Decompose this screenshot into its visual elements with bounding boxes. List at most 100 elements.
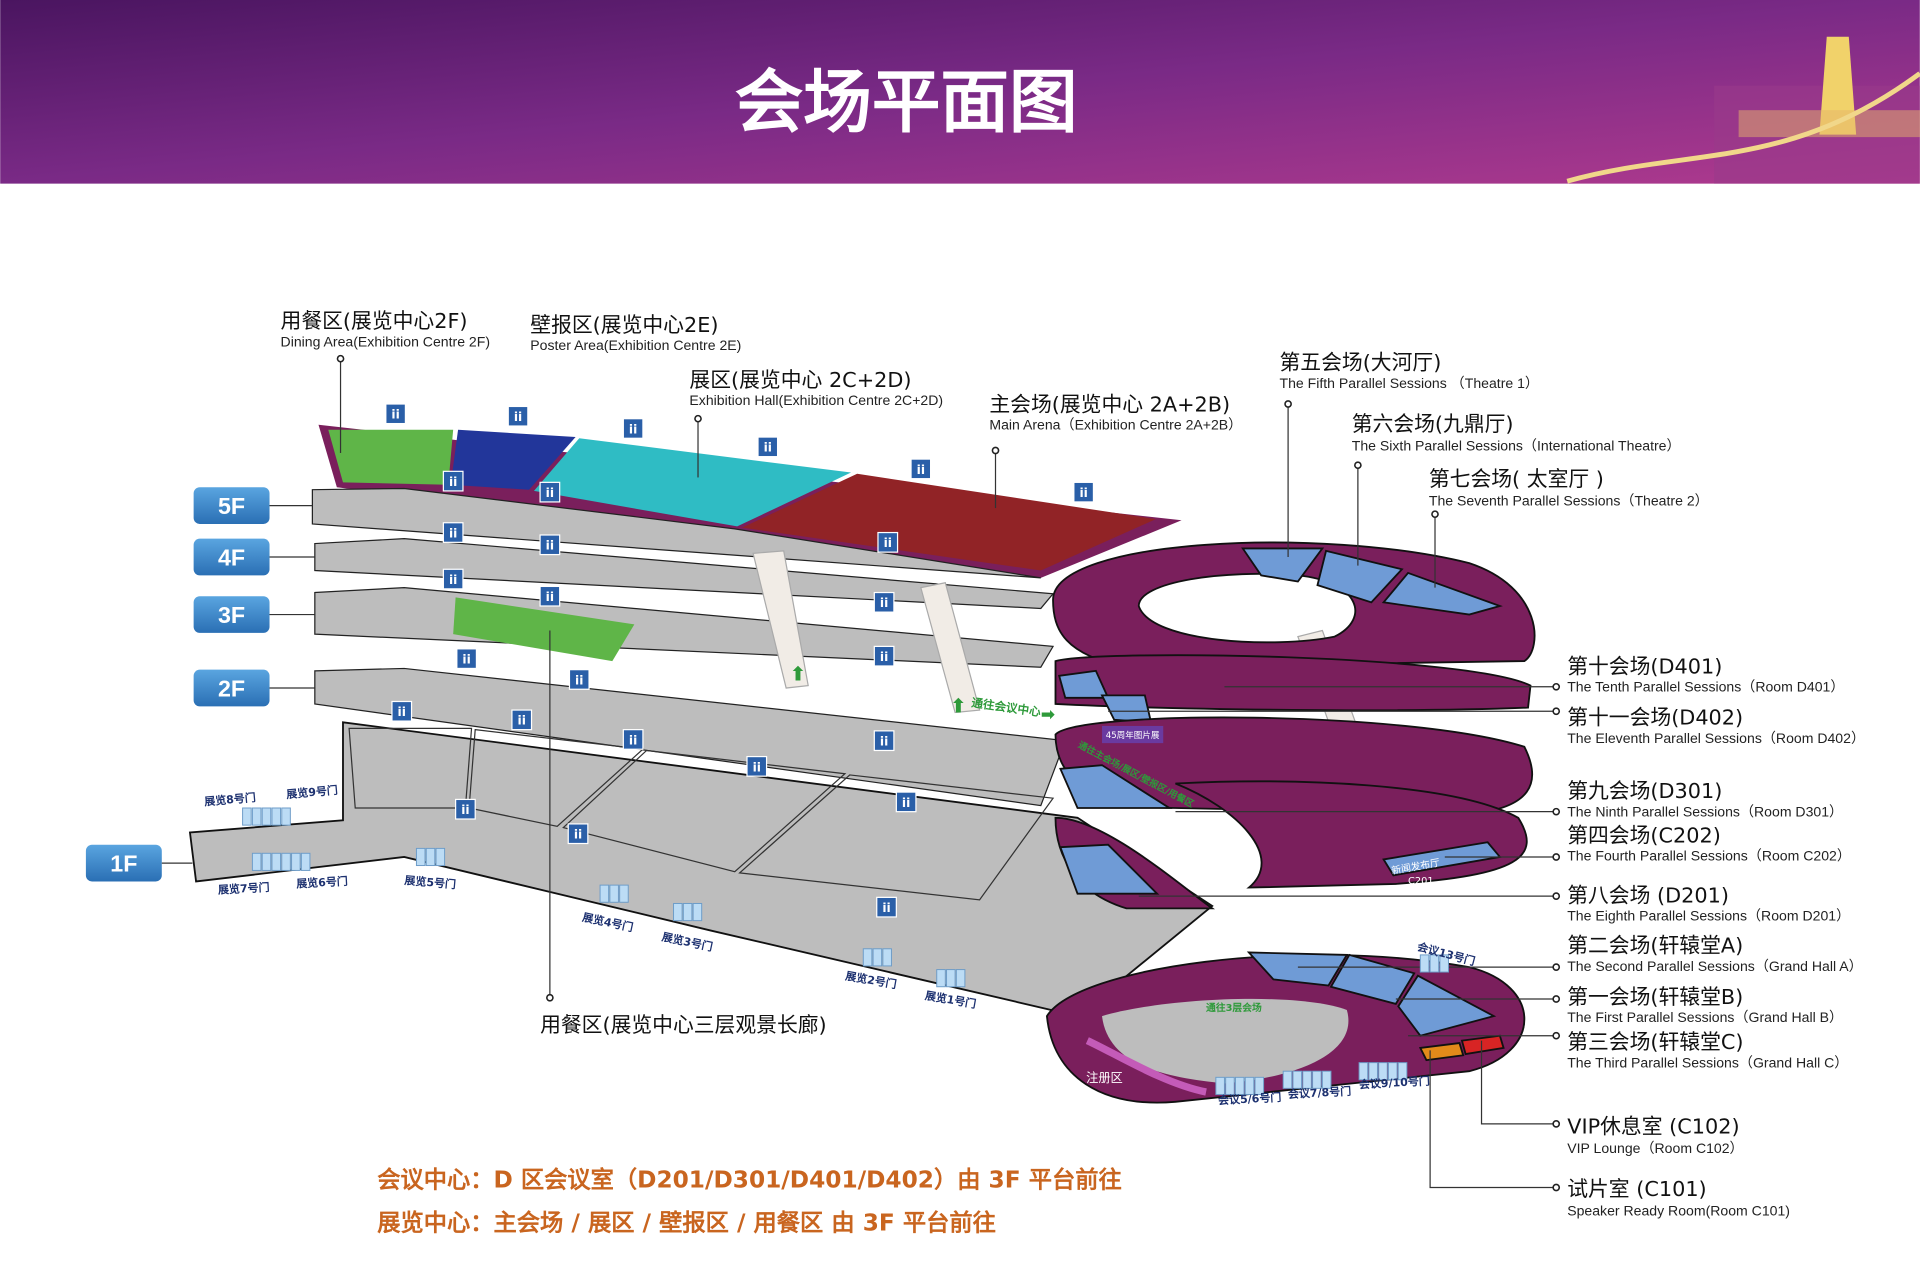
restroom-icon: ii xyxy=(455,798,476,820)
restroom-icon: ii xyxy=(539,481,561,503)
svg-text:ii: ii xyxy=(462,653,470,667)
floor-badge-4f[interactable]: 4F xyxy=(193,538,270,576)
svg-text:ii: ii xyxy=(629,422,637,436)
restroom-icon: ii xyxy=(507,405,529,427)
svg-text:ii: ii xyxy=(882,901,890,915)
conference-centre xyxy=(1045,541,1536,1104)
glass-door-icon xyxy=(242,807,291,826)
room-label-cn: 第八会场 (D201) xyxy=(1567,883,1729,907)
room-label-cn: 第四会场(C202) xyxy=(1567,823,1721,847)
svg-text:ii: ii xyxy=(880,650,888,664)
room-labels: 第十会场(D401)The Tenth Parallel Sessions（Ro… xyxy=(1108,654,1865,1219)
restroom-icon: ii xyxy=(442,470,464,492)
room-label-en: The Tenth Parallel Sessions（Room D401） xyxy=(1567,679,1844,695)
room-label-en: The Eleventh Parallel Sessions（Room D402… xyxy=(1567,730,1865,746)
glass-door-icon xyxy=(936,969,966,988)
glass-door-icon xyxy=(673,902,703,922)
floor-badge-5f[interactable]: 5F xyxy=(193,487,270,524)
exhibition-hall-2c-2d xyxy=(533,438,852,527)
label-en: Main Arena（Exhibition Centre 2A+2B） xyxy=(989,417,1242,433)
door-label: 会议9/10号门 xyxy=(1359,1074,1431,1092)
svg-text:ii: ii xyxy=(902,796,910,810)
room-label-en: The Second Parallel Sessions（Grand Hall … xyxy=(1567,958,1862,974)
svg-text:1F: 1F xyxy=(110,851,137,877)
svg-text:ii: ii xyxy=(546,539,554,553)
exhibition-centre-2f xyxy=(318,424,1182,578)
restroom-icon: ii xyxy=(568,669,590,690)
leader-dot xyxy=(1552,1031,1561,1040)
glass-door-icon xyxy=(1282,1070,1332,1089)
poster-area-2e xyxy=(450,429,576,490)
svg-text:ii: ii xyxy=(518,714,526,728)
door-label: 展览5号门 xyxy=(403,873,457,892)
floor-2f-slab xyxy=(314,667,1067,807)
restroom-icon: ii xyxy=(876,896,897,918)
label-cn: 第六会场(九鼎厅) xyxy=(1352,412,1514,436)
note-conference-centre: 会议中心：D 区会议室（D201/D301/D401/D402）由 3F 平台前… xyxy=(377,1167,1121,1194)
header-banner: 会场平面图 xyxy=(0,0,1920,184)
restroom-icon: ii xyxy=(873,591,895,613)
svg-text:3F: 3F xyxy=(218,602,245,628)
escalator xyxy=(920,582,981,714)
restroom-icon: ii xyxy=(873,730,895,752)
svg-text:ii: ii xyxy=(629,733,637,747)
floor-badge-3f[interactable]: 3F xyxy=(193,596,270,633)
room-label-cn: 试片室 (C101) xyxy=(1567,1177,1706,1201)
restroom-icon: ii xyxy=(456,648,478,670)
restroom-icon: ii xyxy=(877,531,899,553)
svg-text:ii: ii xyxy=(764,441,772,455)
escalator xyxy=(752,550,809,689)
note-exhibition-centre: 展览中心：主会场 / 展区 / 壁报区 / 用餐区 由 3F 平台前往 xyxy=(377,1209,996,1236)
svg-text:ii: ii xyxy=(574,828,582,842)
svg-text:ii: ii xyxy=(1079,486,1087,500)
label-cn: 用餐区(展览中心2F) xyxy=(281,309,468,333)
door-label: 展览4号门 xyxy=(580,910,634,935)
glass-door-icon xyxy=(1419,954,1449,973)
glass-door-icon xyxy=(862,948,892,967)
label-en: Exhibition Hall(Exhibition Centre 2C+2D) xyxy=(689,392,943,408)
arrow-up-icon: ⬆ xyxy=(950,695,966,718)
door-label: 展览8号门 xyxy=(203,790,257,809)
door-label: 会议5/6号门 xyxy=(1218,1090,1282,1107)
room-label-cn: 第三会场(轩辕堂C) xyxy=(1567,1030,1743,1054)
door-label: 展览6号门 xyxy=(295,874,348,891)
svg-text:ii: ii xyxy=(546,590,554,604)
room-label-cn: VIP休息室 (C102) xyxy=(1567,1115,1739,1139)
label-en: Poster Area(Exhibition Centre 2E) xyxy=(530,337,741,353)
main-arena-2a-2b xyxy=(742,473,1156,571)
restroom-icon: ii xyxy=(442,568,464,590)
label-cn: 第七会场( 太室厅 ) xyxy=(1429,467,1604,491)
arrow-up-icon: ⬆ xyxy=(790,663,806,686)
label-cn: 展区(展览中心 2C+2D) xyxy=(689,368,911,392)
restroom-icon: ii xyxy=(622,729,644,750)
room-label-en: The Third Parallel Sessions（Grand Hall C… xyxy=(1567,1055,1848,1071)
label-en: The Fifth Parallel Sessions （Theatre 1） xyxy=(1280,375,1539,391)
leader-dot xyxy=(1552,707,1561,716)
restroom-icon: ii xyxy=(539,585,561,607)
svg-text:ii: ii xyxy=(391,408,399,422)
restroom-icon: ii xyxy=(622,418,644,439)
registration-label: 注册区 xyxy=(1086,1070,1123,1085)
room-label-cn: 第十一会场(D402) xyxy=(1567,706,1743,730)
label-cn: 第五会场(大河厅) xyxy=(1280,351,1442,375)
svg-text:ii: ii xyxy=(880,596,888,610)
page-title: 会场平面图 xyxy=(735,63,1078,143)
glass-door-icon xyxy=(1215,1076,1265,1095)
room-label-cn: 第二会场(轩辕堂A) xyxy=(1567,933,1743,957)
room-label-en: The Ninth Parallel Sessions（Room D301） xyxy=(1567,804,1843,820)
room-label-en: The Eighth Parallel Sessions（Room D201） xyxy=(1567,908,1850,924)
svg-text:ii: ii xyxy=(449,526,457,540)
floor-badge-1f[interactable]: 1F xyxy=(85,844,162,882)
label-en: Dining Area(Exhibition Centre 2F) xyxy=(281,333,490,349)
arrow-right-icon: ➡ xyxy=(1041,705,1055,725)
c201-label: C201 xyxy=(1408,876,1434,887)
door-labels: 展览8号门展览9号门展览7号门展览6号门展览5号门展览4号门展览3号门展览2号门… xyxy=(203,783,1477,1108)
svg-text:ii: ii xyxy=(753,760,761,774)
floor-badge-2f[interactable]: 2F xyxy=(193,669,270,707)
room-label-cn: 第十会场(D401) xyxy=(1567,654,1722,678)
restroom-icon: ii xyxy=(539,534,561,556)
city-skyline-image xyxy=(1566,36,1920,184)
leader-dot xyxy=(1552,892,1561,900)
glass-door-icon xyxy=(251,852,311,871)
